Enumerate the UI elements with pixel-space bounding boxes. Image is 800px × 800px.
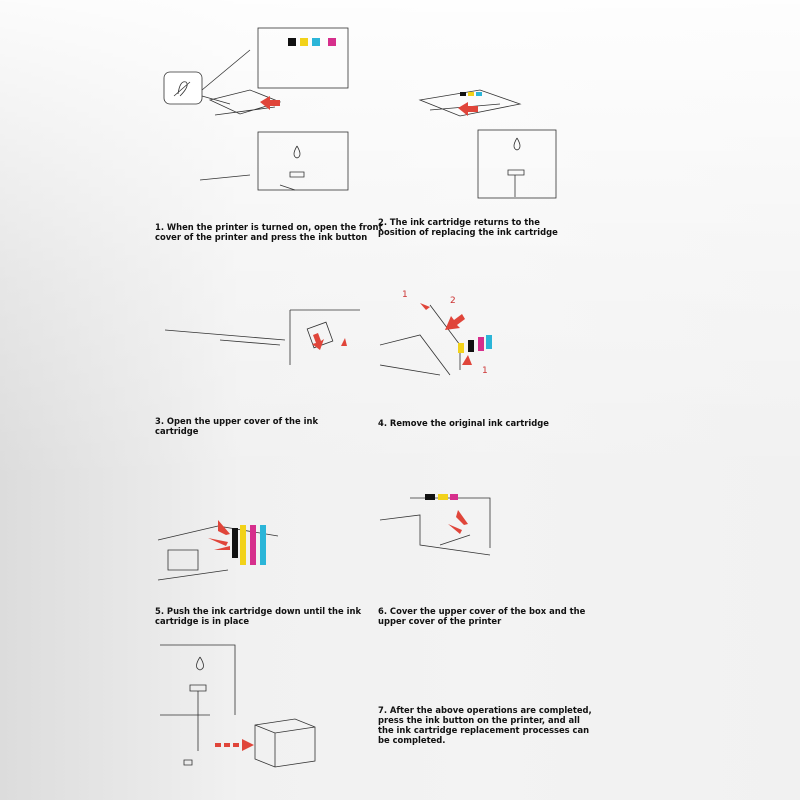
red-arrow-icon xyxy=(458,102,478,116)
step6-caption: 6. Cover the upper cover of the box and … xyxy=(378,606,586,626)
step1-caption: 1. When the printer is turned on, open t… xyxy=(155,222,383,242)
step5-illustration xyxy=(157,520,279,581)
ink-drop-disabled-icon xyxy=(173,81,191,97)
step2-illustration xyxy=(418,89,557,199)
red-arrow-icon xyxy=(208,520,230,550)
ink-drop-icon xyxy=(513,137,521,151)
step7-illustration xyxy=(160,644,316,768)
step1-illustration xyxy=(163,27,349,191)
ink-drop-icon xyxy=(293,145,301,159)
ink-drop-icon xyxy=(196,656,204,671)
step4-caption: 4. Remove the original ink cartridge xyxy=(378,418,549,428)
red-arrow-icon xyxy=(445,314,465,330)
printer-icon xyxy=(254,718,316,768)
callout-number: 1 xyxy=(482,366,488,376)
step7-caption: 7. After the above operations are comple… xyxy=(378,705,592,745)
step3-caption: 3. Open the upper cover of the ink cartr… xyxy=(155,416,319,436)
step2-caption: 2. The ink cartridge returns to the posi… xyxy=(378,217,558,237)
step6-illustration xyxy=(379,494,491,556)
step5-caption: 5. Push the ink cartridge down until the… xyxy=(155,606,362,626)
step3-illustration xyxy=(164,309,360,365)
red-arrow-icon xyxy=(260,96,280,110)
callout-number: 1 xyxy=(402,290,408,300)
red-arrow-icon xyxy=(448,510,468,534)
red-arrow-icon xyxy=(215,739,254,751)
red-arrow-icon xyxy=(312,333,324,350)
step4-illustration: 1 2 1 xyxy=(379,290,492,376)
callout-number: 2 xyxy=(450,296,456,306)
